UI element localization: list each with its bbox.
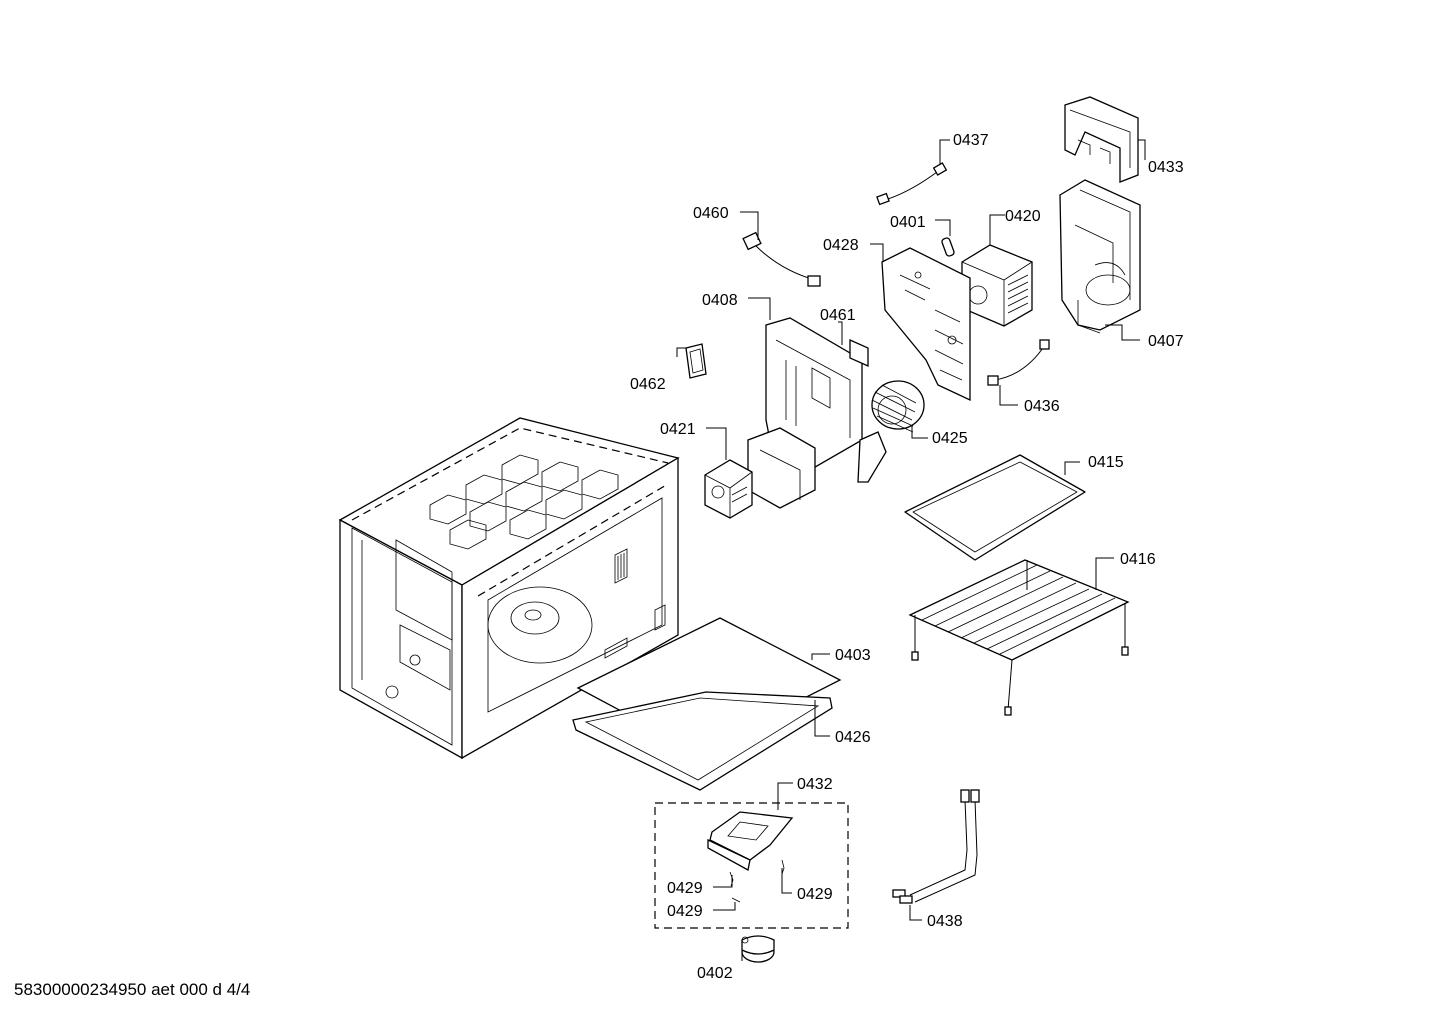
label-0402: 0402 (697, 965, 733, 982)
part-0428-drawing (881, 247, 971, 402)
label-0429-upper: 0429 (667, 880, 703, 897)
label-0432: 0432 (797, 776, 833, 793)
label-0403: 0403 (835, 647, 871, 664)
label-0433: 0433 (1148, 159, 1184, 176)
part-0438-drawing (892, 789, 980, 904)
label-0428: 0428 (823, 237, 859, 254)
leader-lines (676, 139, 1146, 961)
part-0437-drawing (876, 162, 948, 206)
label-0407: 0407 (1148, 333, 1184, 350)
label-0426: 0426 (835, 729, 871, 746)
label-0461: 0461 (820, 307, 856, 324)
part-0402-drawing (741, 935, 775, 963)
part-0420-drawing (961, 244, 1033, 327)
label-0421: 0421 (660, 421, 696, 438)
part-0460-drawing (742, 231, 821, 287)
part-0462-drawing (685, 343, 707, 379)
part-0433-drawing (1064, 96, 1139, 183)
part-0401-drawing (941, 237, 955, 257)
label-0408: 0408 (702, 292, 738, 309)
part-0407-drawing (1059, 179, 1141, 334)
part-0425-drawing (871, 380, 925, 433)
label-0401: 0401 (890, 214, 926, 231)
part-0436-drawing (987, 339, 1050, 386)
part-0415-drawing (904, 454, 1086, 561)
part-0421-drawing (704, 459, 753, 519)
label-0436: 0436 (1024, 398, 1060, 415)
label-0415: 0415 (1088, 454, 1124, 471)
part-number-labels: 0437 0433 0460 0401 0420 0428 0408 0461 … (630, 132, 1184, 982)
label-0460: 0460 (693, 205, 729, 222)
oven-cavity-drawing (338, 417, 680, 760)
label-0437: 0437 (953, 132, 989, 149)
label-0429-right: 0429 (797, 886, 833, 903)
label-0438: 0438 (927, 913, 963, 930)
document-code: 58300000234950 aet 000 d 4/4 (14, 980, 251, 999)
part-0426-drawing (572, 691, 833, 791)
part-0416-drawing (908, 559, 1130, 716)
label-0420: 0420 (1005, 208, 1041, 225)
label-0425: 0425 (932, 430, 968, 447)
label-0462: 0462 (630, 376, 666, 393)
part-0408-drawing (747, 317, 887, 509)
label-0416: 0416 (1120, 551, 1156, 568)
label-0429-lower: 0429 (667, 903, 703, 920)
part-0432-group (654, 802, 849, 929)
